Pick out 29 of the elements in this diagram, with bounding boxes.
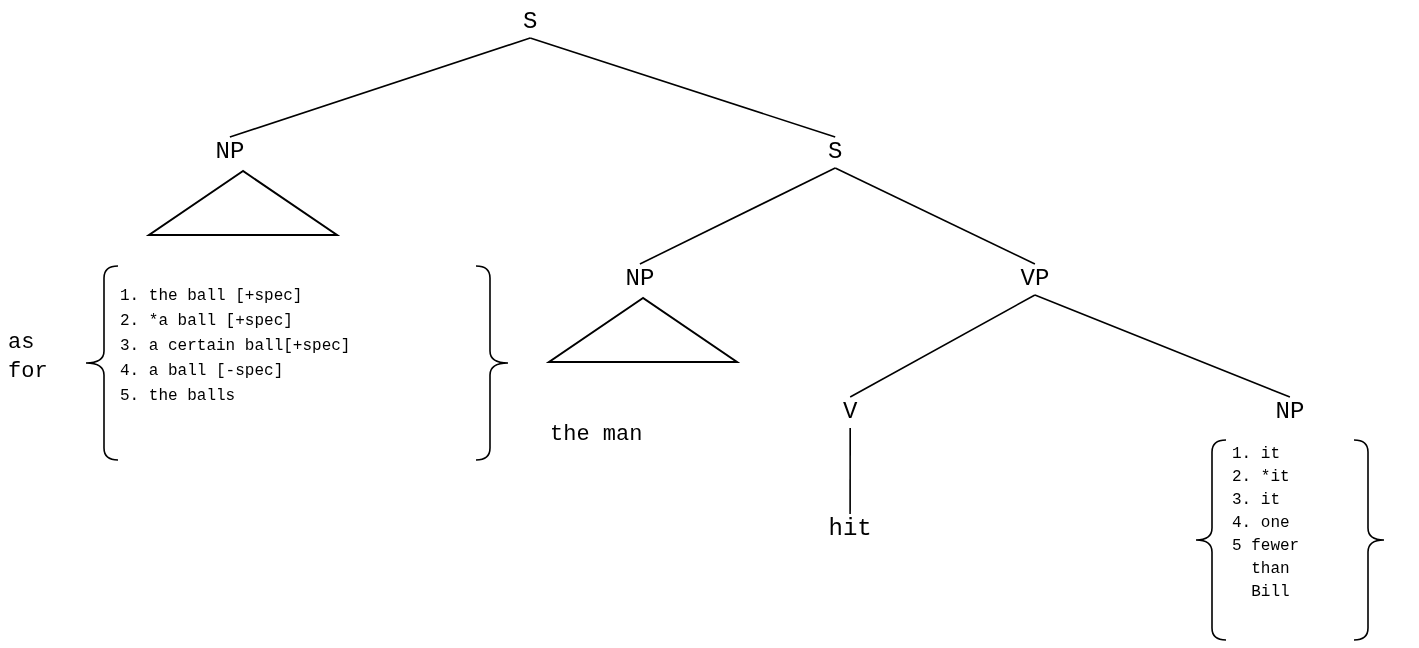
category-label: V [843, 398, 858, 426]
category-label: S [828, 138, 843, 166]
list-item: 1. the ball [+spec] [120, 286, 303, 307]
list-item: 3. a certain ball[+spec] [120, 336, 351, 357]
category-label: NP [1275, 398, 1305, 426]
tree-branch [849, 294, 1036, 398]
list-item: 2. *a ball [+spec] [120, 311, 293, 332]
list-item: 4. one [1232, 513, 1290, 534]
list-item: 2. *it [1232, 467, 1290, 488]
triangle-roof [548, 297, 738, 363]
phrase-text: the man [550, 421, 643, 449]
category-label: VP [1020, 265, 1050, 293]
phrase-text: as for [8, 329, 49, 386]
list-item: 1. it [1232, 444, 1280, 465]
list-item: 4. a ball [-spec] [120, 361, 284, 382]
list-item: 5. the balls [120, 386, 236, 407]
tree-branch [834, 167, 1036, 265]
list-item: 3. it [1232, 490, 1280, 511]
category-label: NP [215, 138, 245, 166]
tree-branch [529, 37, 836, 138]
category-label: S [523, 8, 538, 36]
list-item: 5 fewer than Bill [1232, 536, 1301, 603]
tree-branch [639, 167, 836, 265]
category-label: NP [625, 265, 655, 293]
category-label: hit [828, 515, 872, 543]
tree-branch [1034, 294, 1291, 398]
tree-branch [849, 427, 851, 515]
triangle-roof [148, 170, 338, 236]
tree-branch [229, 37, 531, 138]
